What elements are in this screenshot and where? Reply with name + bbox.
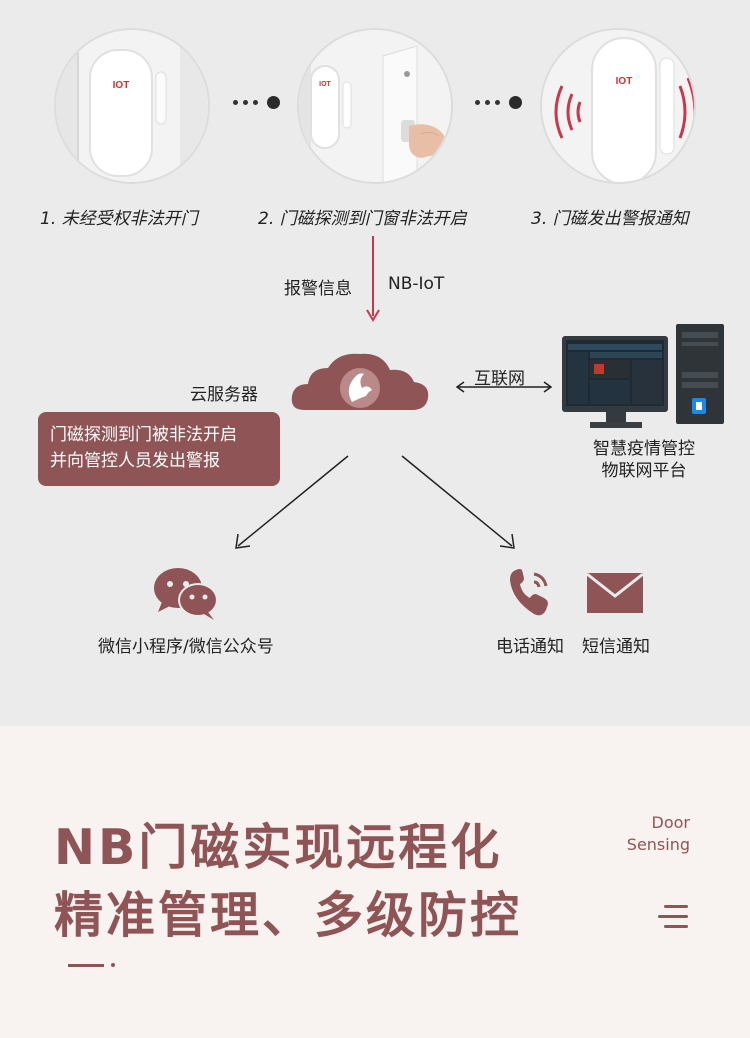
alarm-arrow-head-icon xyxy=(366,309,380,322)
sms-label: 短信通知 xyxy=(582,637,650,657)
computer-icon xyxy=(562,324,724,428)
headline-line1: NB门磁实现远程化 xyxy=(54,819,503,876)
internet-label: 互联网 xyxy=(474,369,525,389)
alarm-info-label: 报警信息 xyxy=(284,279,352,299)
platform-label-line2: 物联网平台 xyxy=(601,461,687,481)
nbiot-label: NB-IoT xyxy=(388,274,445,294)
decor-lines-icon xyxy=(658,903,690,931)
headline-section xyxy=(0,726,750,1038)
cloud-server-label: 云服务器 xyxy=(190,385,258,405)
platform-label-line1: 智慧疫情管控 xyxy=(593,439,695,459)
cloud-server-icon xyxy=(291,353,429,410)
decor-dot xyxy=(111,963,115,967)
headline-line2: 精准管理、多级防控 xyxy=(54,887,523,944)
step3-label: 3. 门磁发出警报通知 xyxy=(531,209,689,229)
phone-icon xyxy=(510,569,548,616)
door-sensing-caption: Door Sensing xyxy=(616,812,690,856)
connector-dots-2 xyxy=(475,96,522,109)
alert-message-box: 门磁探测到门被非法开启 并向管控人员发出警报 xyxy=(38,412,280,486)
step1-label: 1. 未经受权非法开门 xyxy=(40,209,198,229)
wechat-icon xyxy=(154,568,218,620)
step2-label: 2. 门磁探测到门窗非法开启 xyxy=(258,209,467,229)
platform-label: 智慧疫情管控 物联网平台 xyxy=(572,438,716,482)
alert-line2: 并向管控人员发出警报 xyxy=(50,451,220,471)
arrow-to-wechat-icon xyxy=(235,455,349,549)
phone-label: 电话通知 xyxy=(496,637,564,657)
step1-image: IOT xyxy=(54,28,210,184)
caption-line1: Door xyxy=(651,813,690,832)
caption-line2: Sensing xyxy=(626,835,690,854)
iot-logo-large: IOT xyxy=(616,76,633,87)
iot-logo-small: IOT xyxy=(319,81,331,88)
step3-image: IOT xyxy=(540,28,696,184)
alarm-arrow-line xyxy=(372,236,374,316)
bidirectional-arrow-icon xyxy=(455,381,553,393)
arrow-to-phone-icon xyxy=(401,455,515,549)
connector-dots-1 xyxy=(233,96,280,109)
decor-dash xyxy=(68,964,104,967)
wechat-label: 微信小程序/微信公众号 xyxy=(98,637,274,657)
step2-image: IOT xyxy=(297,28,453,184)
mail-icon xyxy=(586,572,644,613)
iot-logo: IOT xyxy=(113,80,130,91)
alert-line1: 门磁探测到门被非法开启 xyxy=(50,425,237,445)
